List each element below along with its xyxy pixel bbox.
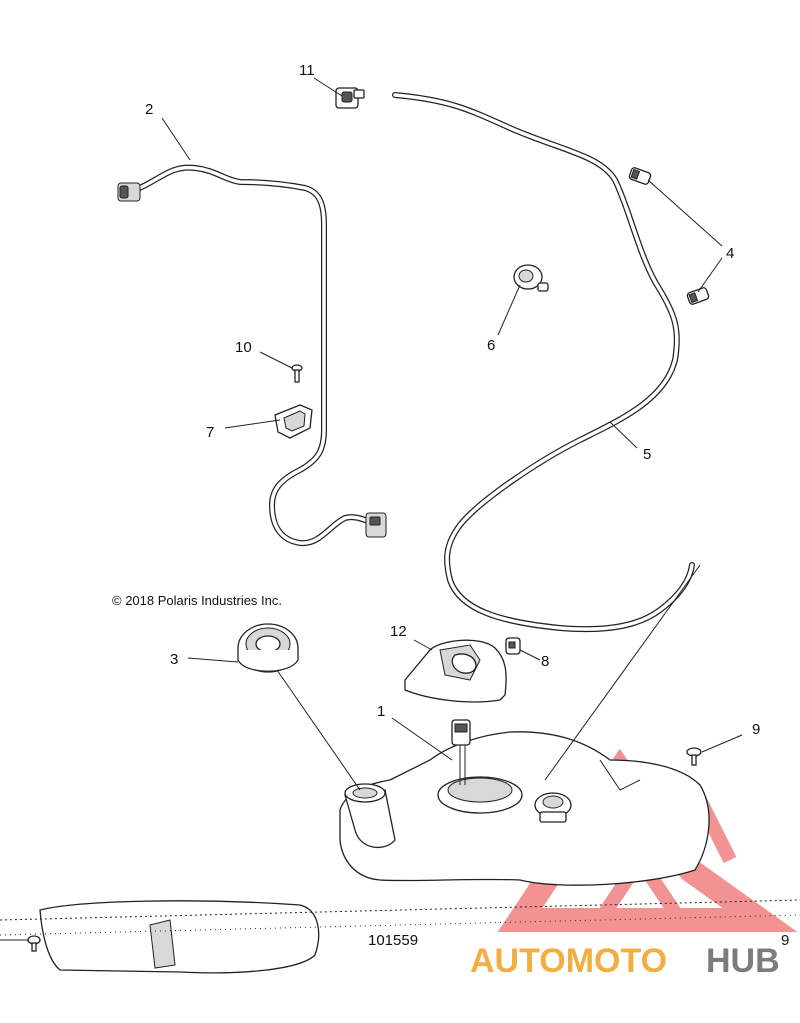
watermark-part2: HUB xyxy=(706,942,780,980)
valve-6-icon xyxy=(513,264,549,292)
callout-2: 2 xyxy=(145,101,153,118)
hose-2-end-connector-icon xyxy=(365,512,387,538)
fitting-4b-icon xyxy=(686,287,710,305)
reference-number: 101559 xyxy=(368,932,418,949)
filler-neck-icon xyxy=(344,783,396,849)
screw-10-icon xyxy=(291,364,303,383)
watermark-part1: AUTOMOTO xyxy=(470,942,667,980)
fuel-cap-3-icon xyxy=(237,623,299,673)
callout-7: 7 xyxy=(206,424,214,441)
callout-1: 1 xyxy=(377,703,385,720)
callout-6: 6 xyxy=(487,337,495,354)
callout-5: 5 xyxy=(643,446,651,463)
callout-9b: 9 xyxy=(781,932,789,949)
sender-icon xyxy=(534,792,572,823)
callout-11: 11 xyxy=(299,62,315,79)
fitting-4a-icon xyxy=(628,167,652,185)
hose-2-connector-icon xyxy=(117,182,141,202)
callout-8: 8 xyxy=(541,653,549,670)
clip-8-icon xyxy=(505,637,521,655)
copyright-text: © 2018 Polaris Industries Inc. xyxy=(112,593,282,608)
clip-11-icon xyxy=(335,87,365,109)
hose-2 xyxy=(117,164,387,547)
lower-tank xyxy=(0,899,800,974)
callout-12: 12 xyxy=(390,623,407,640)
callout-10: 10 xyxy=(235,339,252,356)
callout-3: 3 xyxy=(170,651,178,668)
callout-4: 4 xyxy=(726,245,734,262)
fuel-pump-icon xyxy=(437,719,523,814)
clamp-7-icon xyxy=(274,404,313,439)
watermark-text: AUTOMOTO HUB xyxy=(470,942,780,980)
hose-5 xyxy=(392,92,695,633)
cover-12-icon xyxy=(404,639,507,703)
leader-lines xyxy=(0,77,743,941)
callout-9: 9 xyxy=(752,721,760,738)
screw-9-icon xyxy=(686,747,702,766)
fuel-tank-1 xyxy=(339,719,710,886)
screw-lower-left-icon xyxy=(27,935,41,952)
